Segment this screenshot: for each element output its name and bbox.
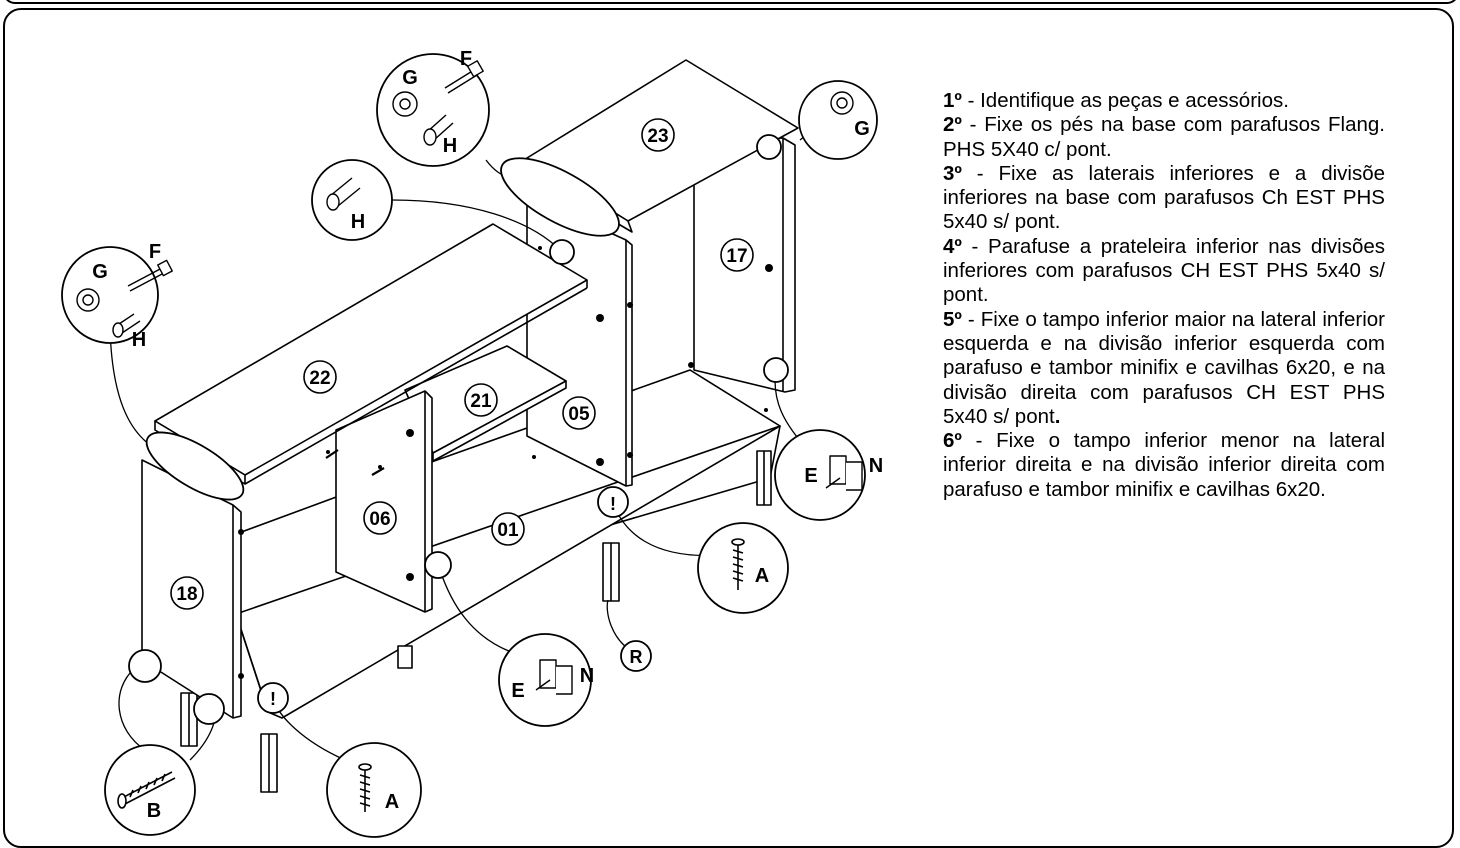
label-05: 05 [568, 404, 590, 425]
callout-h: H [351, 211, 365, 233]
callout-m-a: A [755, 565, 769, 587]
step-6-text: - Fixe o tampo inferior menor na lateral… [943, 429, 1385, 501]
step-2-num: 2º [943, 113, 962, 137]
panel-05 [526, 194, 633, 487]
callout-tr-g: G [854, 118, 870, 140]
step-1: 1º - Identifique as peças e acessórios. [943, 89, 1385, 113]
step-2: 2º - Fixe os pés na base com parafusos F… [943, 113, 1385, 162]
label-22: 22 [309, 368, 330, 389]
step-3-num: 3º [943, 161, 962, 185]
exclaim-1: ! [610, 494, 616, 514]
label-23: 23 [647, 126, 668, 147]
step-5: 5º - Fixe o tampo inferior maior na late… [943, 308, 1385, 429]
panel-06 [335, 390, 433, 613]
callout-r: R [630, 647, 643, 667]
leg-middle [602, 542, 620, 602]
callout-c-n: N [580, 665, 594, 687]
callout-c-e: E [511, 680, 524, 702]
exclaim-2: ! [270, 689, 276, 709]
step-4-num: 4º [943, 234, 962, 258]
callout-r-e: E [804, 465, 817, 487]
step-6: 6º - Fixe o tampo inferior menor na late… [943, 429, 1385, 502]
label-17: 17 [726, 246, 747, 267]
label-21: 21 [470, 391, 492, 412]
callout-r-n: N [869, 455, 883, 477]
leg-left-front [260, 733, 278, 793]
step-5-text: - Fixe o tampo inferior maior na lateral… [943, 307, 1385, 428]
step-3-text: - Fixe as laterais inferiores e a divisõ… [943, 161, 1385, 234]
step-6-num: 6º [943, 429, 962, 453]
callout-b-a: A [385, 791, 399, 813]
step-2-text: - Fixe os pés na base com parafusos Flan… [943, 113, 1385, 161]
label-18: 18 [176, 584, 197, 605]
step-4: 4º - Parafuse a prateleira inferior nas … [943, 235, 1385, 308]
callout-tl-g: G [92, 261, 108, 283]
leg-right [756, 450, 772, 506]
step-5-num: 5º [943, 307, 962, 331]
step-1-text: - Identifique as peças e acessórios. [961, 89, 1289, 112]
label-06: 06 [369, 509, 390, 530]
callout-tl-h: H [132, 329, 146, 351]
step-3: 3º - Fixe as laterais inferiores e a div… [943, 162, 1385, 235]
leg-left-back [180, 692, 198, 747]
step-4-text: - Parafuse a prateleira inferior nas div… [943, 234, 1385, 307]
callout-tc-g: G [402, 67, 418, 89]
hardware-drawings [76, 60, 863, 695]
screw-drawings [117, 538, 745, 812]
callout-circles [61, 53, 878, 838]
step-1-num: 1º [943, 89, 962, 112]
callout-tl-f: F [149, 241, 161, 263]
label-01: 01 [497, 520, 519, 541]
callout-tc-f: F [460, 48, 472, 70]
callout-tc-h: H [443, 135, 457, 157]
part-labels [170, 118, 754, 610]
leg-under [397, 645, 413, 669]
assembly-instructions: 1º - Identifique as peças e acessórios. … [943, 89, 1385, 502]
step-5-tail: . [1054, 404, 1061, 428]
callout-b: B [147, 800, 161, 822]
